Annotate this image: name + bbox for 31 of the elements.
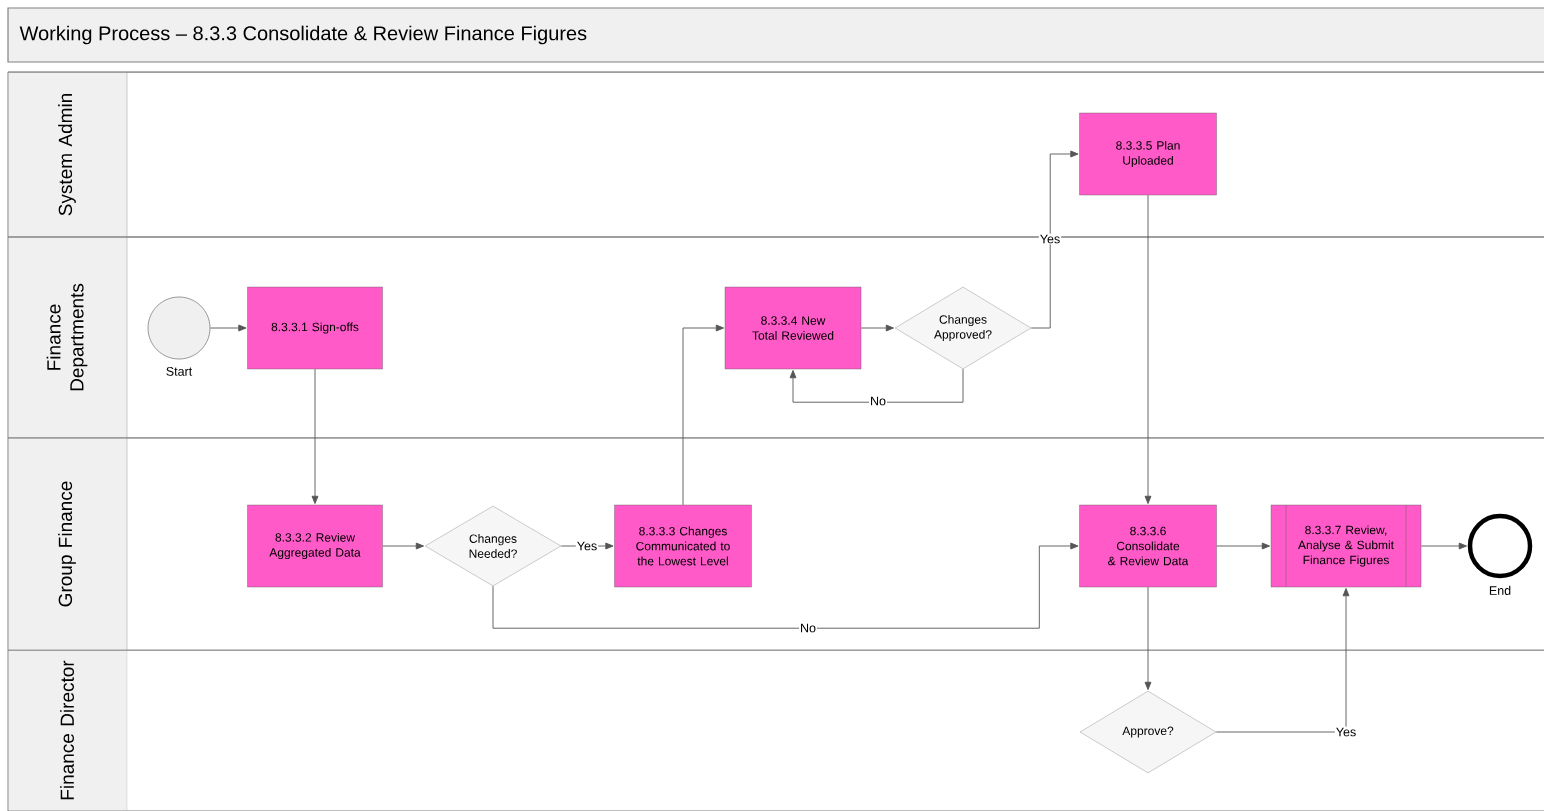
arrow [1030, 150, 1079, 329]
process-box: 8.3.3.1 Sign-offs [247, 286, 383, 370]
arrow [789, 368, 964, 403]
process-box: 8.3.3.2 Review Aggregated Data [247, 504, 383, 588]
arrow [1144, 194, 1152, 504]
arrow [560, 542, 614, 550]
arrow [1216, 542, 1271, 550]
process-box: 8.3.3.4 New Total Reviewed [724, 286, 862, 370]
edge-label: No [799, 622, 817, 634]
arrow [311, 368, 319, 504]
arrow [209, 324, 247, 332]
node-caption: Start [166, 366, 193, 376]
node-caption: End [1489, 585, 1511, 595]
title-bar: Working Process – 8.3.3 Consolidate & Review Finance Figures [7, 7, 1544, 63]
arrow [682, 324, 725, 506]
edge-label: No [869, 395, 887, 407]
arrow [382, 542, 424, 550]
process-box: 8.3.3.3 Changes Communicated to the Lowest Level [614, 504, 752, 588]
event-circle [1467, 513, 1533, 579]
process-box: 8.3.3.6 Consolidate & Review Data [1079, 504, 1217, 588]
arrow [492, 542, 1079, 629]
edge-label: Yes [1334, 726, 1358, 738]
edge-label: Yes [575, 540, 599, 552]
edge-label: Yes [1038, 233, 1062, 245]
arrow [1420, 542, 1467, 550]
event-circle [147, 296, 211, 360]
arrow [860, 324, 895, 332]
process-box: 8.3.3.5 Plan Uploaded [1079, 112, 1217, 196]
arrow [1215, 588, 1350, 733]
subprocess-box: 8.3.3.7 Review, Analyse & Submit Finance Figures [1270, 504, 1422, 588]
arrow [1144, 586, 1152, 690]
